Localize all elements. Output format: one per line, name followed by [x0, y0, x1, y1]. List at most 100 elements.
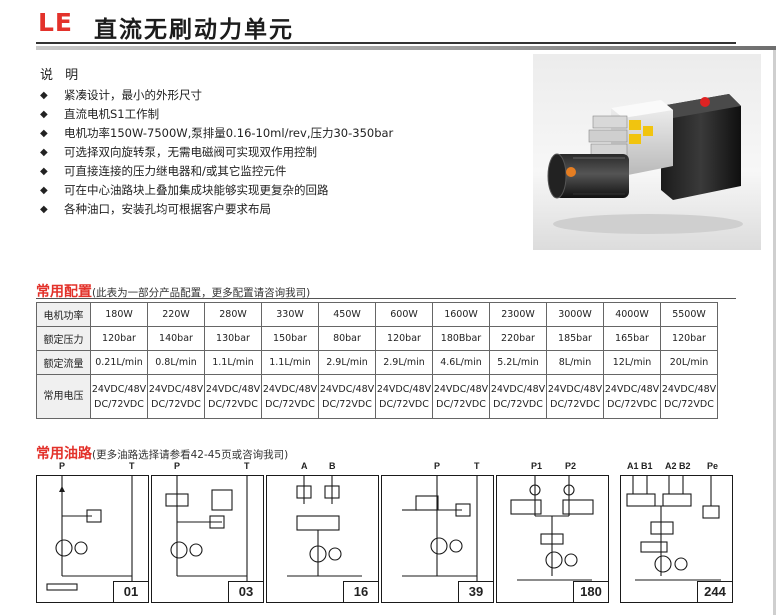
hydraulic-schematic [402, 476, 478, 586]
port-label: P [174, 461, 181, 471]
feature-item: 可直接连接的压力继电器和/或其它监控元件 [40, 162, 520, 181]
circuit-number: 01 [113, 581, 149, 603]
table-cell: 3000W [546, 302, 604, 327]
hydraulic-schematic [510, 476, 594, 581]
voltage-line: 24VDC/48V [376, 383, 432, 395]
description-section: 说 明 紧凑设计，最小的外形尺寸 直流电机S1工作制 电机功率150W-7500… [40, 66, 520, 219]
circuit-section-title: 常用油路(更多油路选择请参看42-45页或咨询我司) [36, 443, 288, 463]
table-cell: 5500W [660, 302, 718, 327]
table-cell: 165bar [603, 326, 661, 351]
voltage-cell: 24VDC/48V DC/72VDC [546, 374, 604, 419]
row-header: 常用电压 [36, 374, 91, 419]
port-label: P [59, 461, 66, 471]
table-cell: 0.8L/min [147, 350, 205, 375]
table-cell: 280W [204, 302, 262, 327]
row-header: 额定流量 [36, 350, 91, 375]
voltage-line: DC/72VDC [208, 398, 258, 410]
feature-item: 直流电机S1工作制 [40, 105, 520, 124]
port-label: P [434, 461, 441, 471]
circuit-number: 03 [228, 581, 264, 603]
circuit-diagram-39: P T 39 [381, 461, 494, 603]
voltage-cell: 24VDC/48V DC/72VDC [204, 374, 262, 419]
port-label: B2 [679, 461, 691, 471]
voltage-line: 24VDC/48V [433, 383, 489, 395]
page-edge-bar [773, 50, 776, 615]
circuit-title-text: 常用油路 [36, 446, 92, 462]
table-cell: 1600W [432, 302, 490, 327]
circuit-diagram-16: A B 16 [266, 461, 379, 603]
port-label: B1 [641, 461, 653, 471]
config-title-text: 常用配置 [36, 284, 92, 300]
port-label: A2 [665, 461, 677, 471]
voltage-line: 24VDC/48V [604, 383, 660, 395]
product-photo [533, 54, 761, 250]
power-unit-illustration [547, 94, 743, 234]
config-section-title: 常用配置(此表为一部分产品配置，更多配置请咨询我司) [36, 281, 310, 301]
table-cell: 1.1L/min [261, 350, 319, 375]
row-header: 电机功率 [36, 302, 91, 327]
hydraulic-schematic [287, 476, 362, 577]
voltage-cell: 24VDC/48V DC/72VDC [603, 374, 661, 419]
circuit-number: 16 [343, 581, 379, 603]
port-label: T [244, 461, 250, 471]
feature-item: 可在中心油路块上叠加集成块能够实现更复杂的回路 [40, 181, 520, 200]
table-cell: 450W [318, 302, 376, 327]
circuit-diagram-03: P T 03 [151, 461, 264, 603]
table-cell: 1.1L/min [204, 350, 262, 375]
page-title: 直流无刷动力单元 [94, 17, 294, 43]
port-label: A1 [627, 461, 639, 471]
circuit-note: (更多油路选择请参看42-45页或咨询我司) [92, 449, 289, 461]
table-cell: 130bar [204, 326, 262, 351]
table-cell: 220bar [489, 326, 547, 351]
voltage-line: DC/72VDC [436, 398, 486, 410]
table-cell: 2300W [489, 302, 547, 327]
feature-list: 紧凑设计，最小的外形尺寸 直流电机S1工作制 电机功率150W-7500W,泵排… [40, 86, 520, 219]
voltage-line: 24VDC/48V [148, 383, 204, 395]
table-cell: 4000W [603, 302, 661, 327]
port-label: Pe [707, 461, 719, 471]
port-label: B [329, 461, 336, 471]
port-label: T [129, 461, 135, 471]
feature-item: 紧凑设计，最小的外形尺寸 [40, 86, 520, 105]
port-label: P2 [565, 461, 577, 471]
table-cell: 180Bbar [432, 326, 490, 351]
voltage-line: DC/72VDC [550, 398, 600, 410]
table-cell: 2.9L/min [318, 350, 376, 375]
voltage-line: DC/72VDC [379, 398, 429, 410]
table-cell: 12L/min [603, 350, 661, 375]
table-row: 额定流量 0.21L/min 0.8L/min 1.1L/min 1.1L/mi… [36, 350, 718, 375]
table-cell: 20L/min [660, 350, 718, 375]
circuit-number: 244 [697, 581, 733, 603]
voltage-line: 24VDC/48V [319, 383, 375, 395]
page-header: LE 直流无刷动力单元 [0, 0, 776, 50]
voltage-cell: 24VDC/48V DC/72VDC [432, 374, 490, 419]
port-label: T [474, 461, 480, 471]
header-rule [36, 42, 736, 44]
table-cell: 220W [147, 302, 205, 327]
circuit-diagram-01: P T 01 [36, 461, 149, 603]
table-cell: 120bar [660, 326, 718, 351]
table-cell: 0.21L/min [90, 350, 148, 375]
circuit-diagram-244: A1 B1 A2 B2 Pe 244 [620, 461, 733, 603]
voltage-cell: 24VDC/48V DC/72VDC [375, 374, 433, 419]
voltage-line: 24VDC/48V [547, 383, 603, 395]
config-rule [36, 298, 736, 299]
port-label: A [301, 461, 308, 471]
table-cell: 180W [90, 302, 148, 327]
table-cell: 120bar [90, 326, 148, 351]
hydraulic-schematic [46, 476, 133, 591]
table-row: 电机功率 180W 220W 280W 330W 450W 600W 1600W… [36, 302, 718, 327]
feature-item: 可选择双向旋转泵，无需电磁阀可实现双作用控制 [40, 143, 520, 162]
table-cell: 4.6L/min [432, 350, 490, 375]
voltage-line: DC/72VDC [607, 398, 657, 410]
voltage-line: 24VDC/48V [205, 383, 261, 395]
table-row: 额定压力 120bar 140bar 130bar 150bar 80bar 1… [36, 326, 718, 351]
voltage-line: DC/72VDC [94, 398, 144, 410]
circuit-diagram-180: P1 P2 180 [496, 461, 609, 603]
voltage-line: DC/72VDC [265, 398, 315, 410]
